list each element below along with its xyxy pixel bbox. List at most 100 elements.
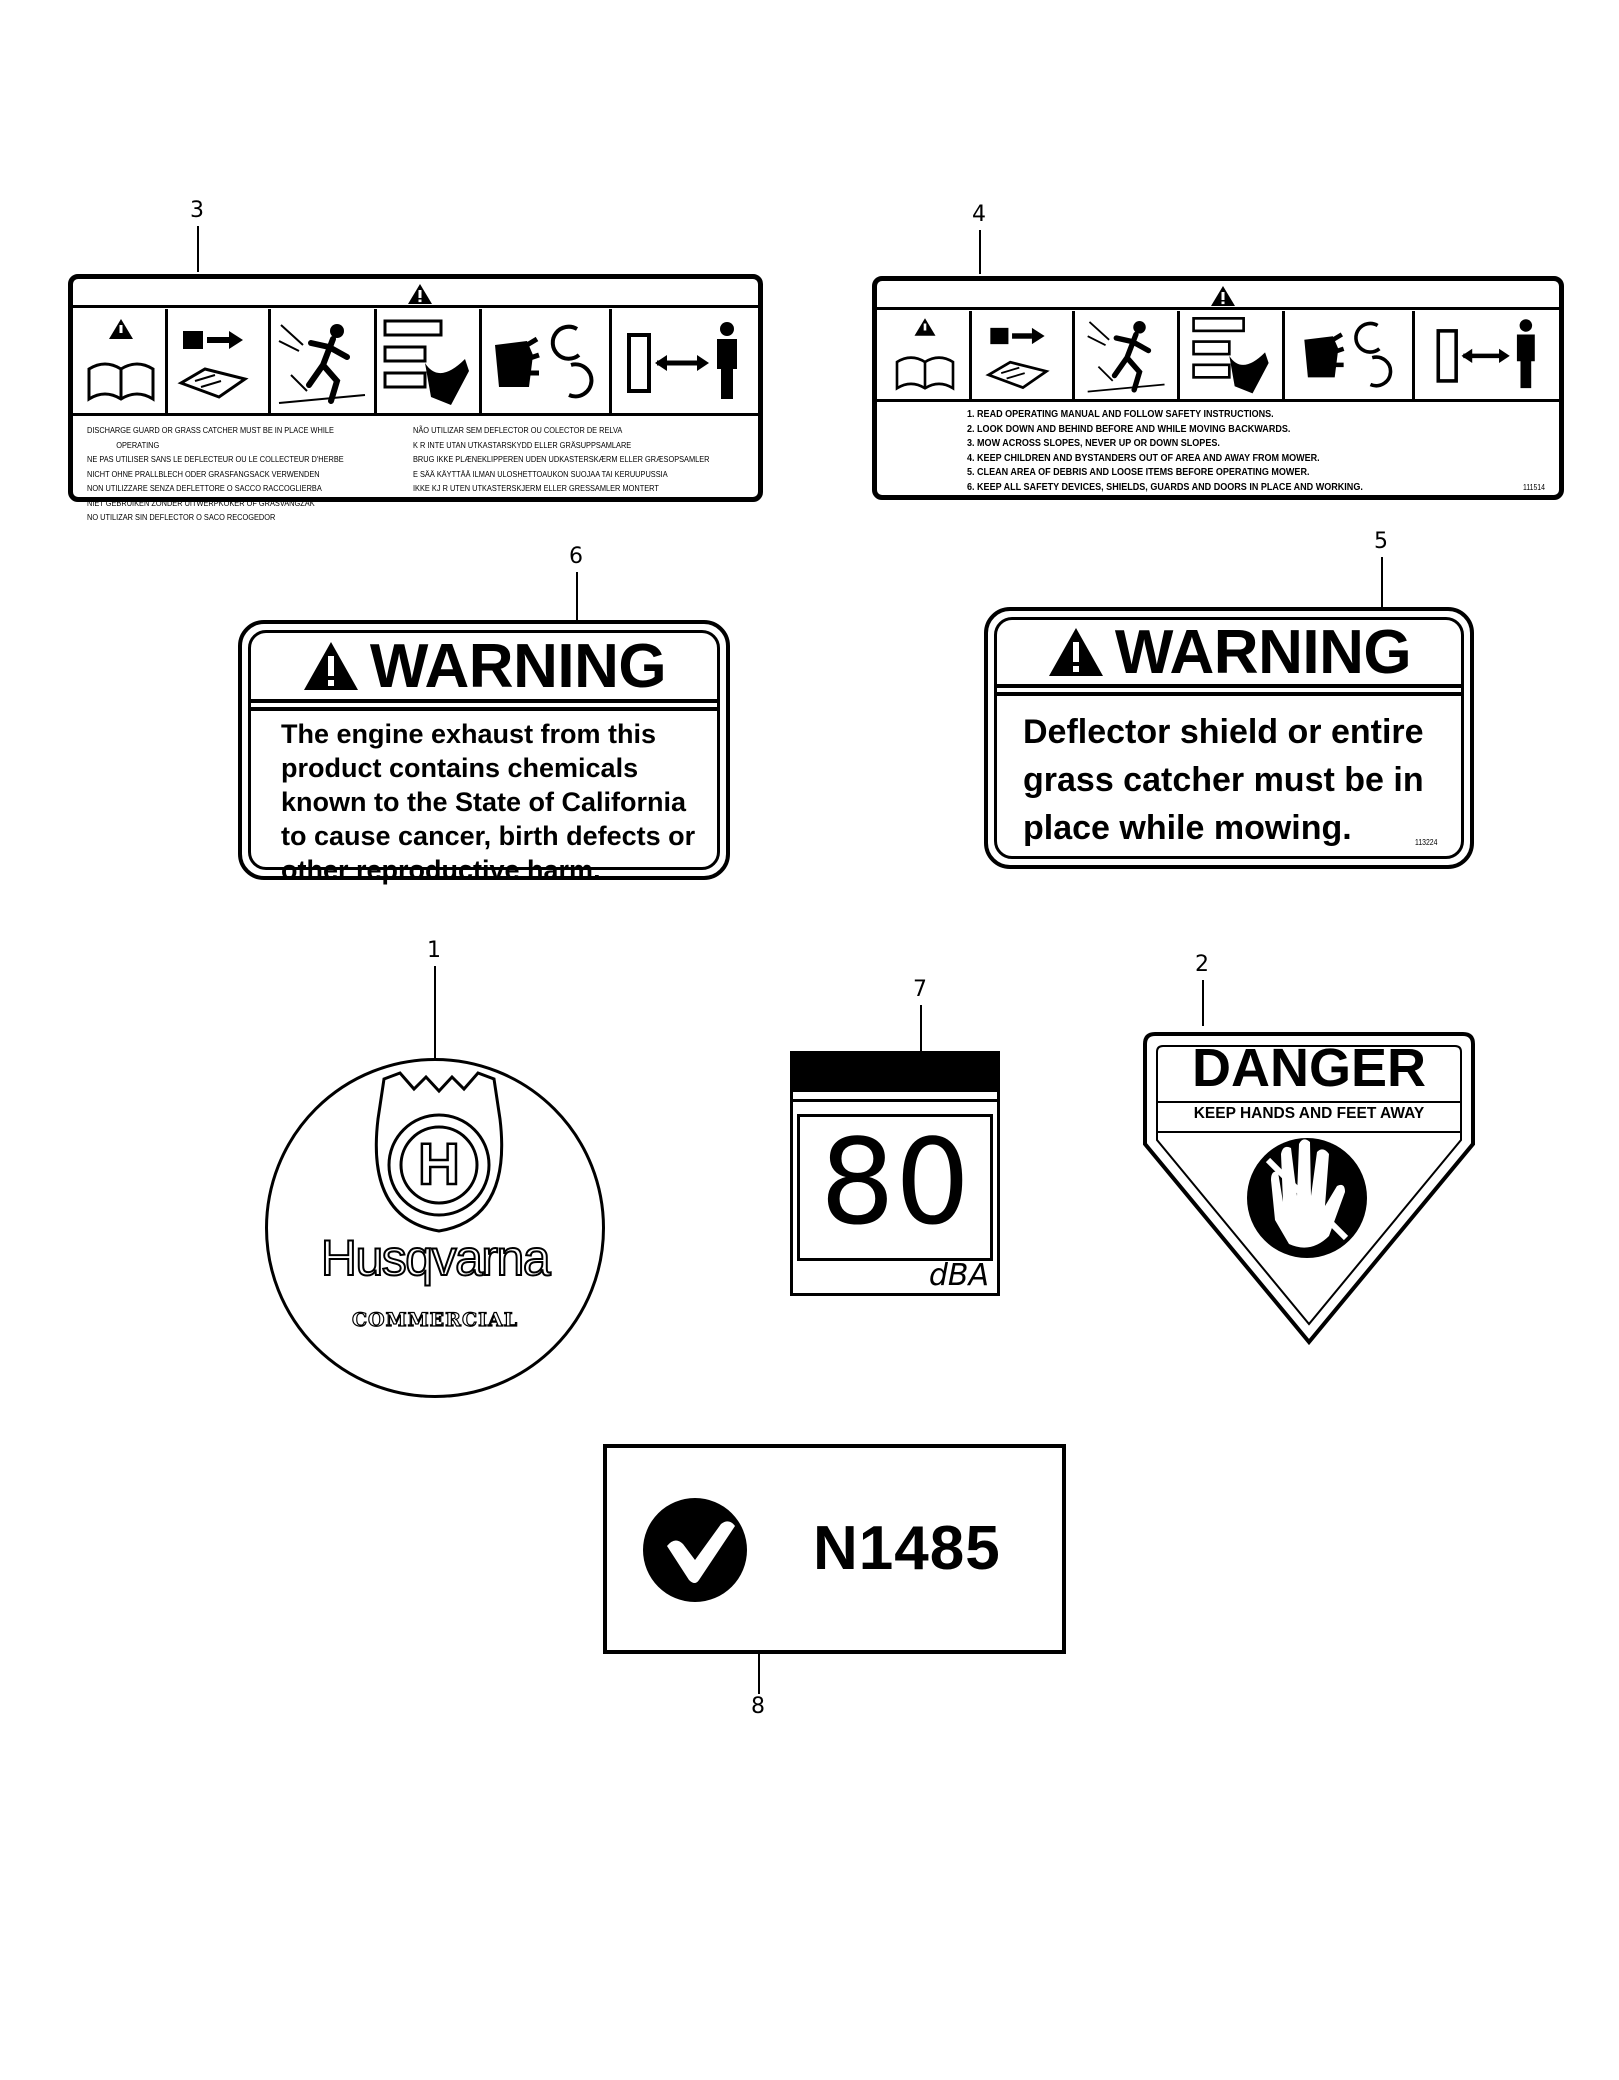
instruction-line: 2. LOOK DOWN AND BEHIND BEFORE AND WHILE… bbox=[967, 422, 1291, 435]
leader-line-6 bbox=[576, 572, 578, 620]
icon-cell-divider bbox=[609, 309, 612, 413]
right-text-block: NÃO UTILIZAR SEM DEFLECTOR OU COLECTOR D… bbox=[413, 423, 758, 496]
decal-3-safety-label: DISCHARGE GUARD OR GRASS CATCHER MUST BE… bbox=[68, 274, 763, 522]
left-text-block: DISCHARGE GUARD OR GRASS CATCHER MUST BE… bbox=[87, 423, 386, 525]
inner-border: WARNING Deflector shield or entire grass… bbox=[994, 617, 1464, 859]
leader-line-7 bbox=[920, 1005, 922, 1051]
compliance-code: N1485 bbox=[813, 1514, 1001, 1583]
icon-cell-divider bbox=[1282, 311, 1285, 401]
rotating-blade-icon bbox=[1304, 321, 1393, 388]
sub-brand: COMMERCIAL bbox=[351, 1308, 519, 1331]
instruction-line: 1. READ OPERATING MANUAL AND FOLLOW SAFE… bbox=[967, 408, 1274, 420]
label-line: IKKE KJ R UTEN UTKASTERSKJERM ELLER GRES… bbox=[413, 483, 659, 493]
callout-1: 1 bbox=[427, 938, 441, 963]
instruction-line: 5. CLEAN AREA OF DEBRIS AND LOOSE ITEMS … bbox=[967, 466, 1310, 478]
instruction-line: 6. KEEP ALL SAFETY DEVICES, SHIELDS, GUA… bbox=[967, 480, 1363, 493]
husqvarna-crown-icon: H bbox=[374, 1071, 504, 1233]
thrown-object-icon bbox=[1087, 321, 1165, 393]
warning-body-text: Deflector shield or entire grass catcher… bbox=[1023, 713, 1424, 847]
instructions-list: 1. READ OPERATING MANUAL AND FOLLOW SAFE… bbox=[967, 407, 1427, 494]
label-line: BRUG IKKE PLÆNEKLIPPEREN UDEN UDKASTERSK… bbox=[413, 454, 710, 464]
decal-4-safety-instructions: 1. READ OPERATING MANUAL AND FOLLOW SAFE… bbox=[872, 276, 1564, 500]
label-line: DISCHARGE GUARD OR GRASS CATCHER MUST BE… bbox=[87, 425, 334, 435]
warning-body-text: The engine exhaust from this product con… bbox=[281, 719, 696, 885]
warning-triangle-icon bbox=[408, 284, 432, 304]
icon-cell-divider bbox=[374, 309, 377, 413]
label-line: NIET GEBRUIKEN ZONDER UITWERPKOKER OF GR… bbox=[87, 497, 315, 508]
label-line: K R INTE UTAN UTKASTARSKYDD ELLER GRÄSUP… bbox=[413, 439, 632, 450]
warning-triangle-icon bbox=[1048, 628, 1103, 676]
warning-triangle-icon bbox=[1211, 286, 1235, 306]
icon-row-divider bbox=[877, 399, 1559, 402]
operator-manual-icon bbox=[895, 318, 955, 391]
callout-6: 6 bbox=[569, 544, 583, 569]
top-band bbox=[793, 1054, 997, 1092]
bystander-distance-icon bbox=[627, 322, 737, 399]
label-line: NO UTILIZAR SIN DEFLECTOR O SACO RECOGED… bbox=[87, 512, 276, 522]
slope-icon bbox=[1192, 317, 1269, 394]
thrown-object-icon bbox=[278, 324, 366, 404]
reverse-lookback-icon bbox=[177, 331, 249, 399]
noise-unit: dBA bbox=[928, 1258, 989, 1293]
warning-heading: WARNING bbox=[369, 631, 667, 701]
icon-cell-divider bbox=[165, 309, 168, 413]
inner-border: WARNING The engine exhaust from this pro… bbox=[248, 630, 720, 885]
header-divider bbox=[877, 307, 1559, 310]
label-line: NON UTILIZZARE SENZA DEFLETTORE O SACCO … bbox=[87, 483, 322, 493]
leader-line-2 bbox=[1202, 980, 1204, 1026]
label-line: NE PAS UTILISER SANS LE DEFLECTEUR OU LE… bbox=[87, 454, 344, 464]
decal-6-exhaust-warning: WARNING The engine exhaust from this pro… bbox=[238, 620, 730, 885]
icon-cell-divider bbox=[1412, 311, 1415, 401]
noise-value: 80 bbox=[819, 1113, 971, 1251]
warning-header: WARNING bbox=[997, 617, 1461, 688]
icon-cell-divider bbox=[479, 309, 482, 413]
icon-cell-divider bbox=[969, 311, 972, 401]
callout-8: 8 bbox=[751, 1694, 765, 1719]
warning-triangle-icon bbox=[303, 642, 358, 690]
operator-manual-icon bbox=[87, 319, 155, 402]
decal-2-danger-outline bbox=[1143, 1032, 1475, 1346]
warning-header: WARNING bbox=[251, 631, 717, 703]
value-frame bbox=[797, 1114, 993, 1261]
part-number: 113224 bbox=[1414, 837, 1438, 847]
icon-cell-divider bbox=[1072, 311, 1075, 401]
divider bbox=[793, 1099, 997, 1102]
rotating-blade-icon bbox=[495, 324, 594, 399]
leader-line-3 bbox=[197, 226, 199, 272]
header-divider bbox=[997, 692, 1461, 696]
callout-2: 2 bbox=[1195, 952, 1209, 977]
slope-icon bbox=[383, 319, 469, 405]
callout-3: 3 bbox=[190, 198, 204, 223]
icon-row-divider bbox=[73, 413, 758, 416]
part-number: 111514 bbox=[1523, 483, 1545, 492]
icon-cell-divider bbox=[268, 309, 271, 413]
rcm-check-icon bbox=[643, 1498, 747, 1602]
decal-5-deflector-warning: WARNING Deflector shield or entire grass… bbox=[984, 607, 1474, 869]
header-divider bbox=[251, 707, 717, 711]
callout-5: 5 bbox=[1374, 529, 1388, 554]
leader-line-1 bbox=[434, 966, 436, 1058]
label-line: OPERATING bbox=[116, 439, 160, 450]
label-line: NICHT OHNE PRALLBLECH ODER GRASFANGSACK … bbox=[87, 468, 320, 479]
bystander-distance-icon bbox=[1436, 319, 1535, 389]
brand-name: Husqvarna bbox=[320, 1229, 552, 1287]
decal-7-noise-level: 80 dBA bbox=[790, 1051, 1000, 1296]
instruction-line: 3. MOW ACROSS SLOPES, NEVER UP OR DOWN S… bbox=[967, 437, 1220, 449]
emblem-letter: H bbox=[418, 1132, 460, 1197]
warning-heading: WARNING bbox=[1114, 617, 1412, 687]
instruction-line: 4. KEEP CHILDREN AND BYSTANDERS OUT OF A… bbox=[967, 451, 1320, 464]
callout-4: 4 bbox=[972, 202, 986, 227]
leader-line-4 bbox=[979, 230, 981, 274]
reverse-lookback-icon bbox=[985, 327, 1050, 390]
decal-8-compliance-mark: N1485 bbox=[603, 1444, 1066, 1654]
danger-subheading: KEEP HANDS AND FEET AWAY bbox=[1193, 1105, 1425, 1122]
hand-prohibited-icon bbox=[1247, 1138, 1367, 1258]
header-divider bbox=[73, 305, 758, 308]
callout-7: 7 bbox=[913, 977, 927, 1002]
icon-cell-divider bbox=[1177, 311, 1180, 401]
leader-line-5 bbox=[1381, 557, 1383, 607]
danger-heading: DANGER bbox=[1191, 1038, 1426, 1098]
label-line: NÃO UTILIZAR SEM DEFLECTOR OU COLECTOR D… bbox=[413, 425, 623, 435]
decal-1-husqvarna-emblem: H Husqvarna COMMERCIAL bbox=[265, 1058, 605, 1398]
